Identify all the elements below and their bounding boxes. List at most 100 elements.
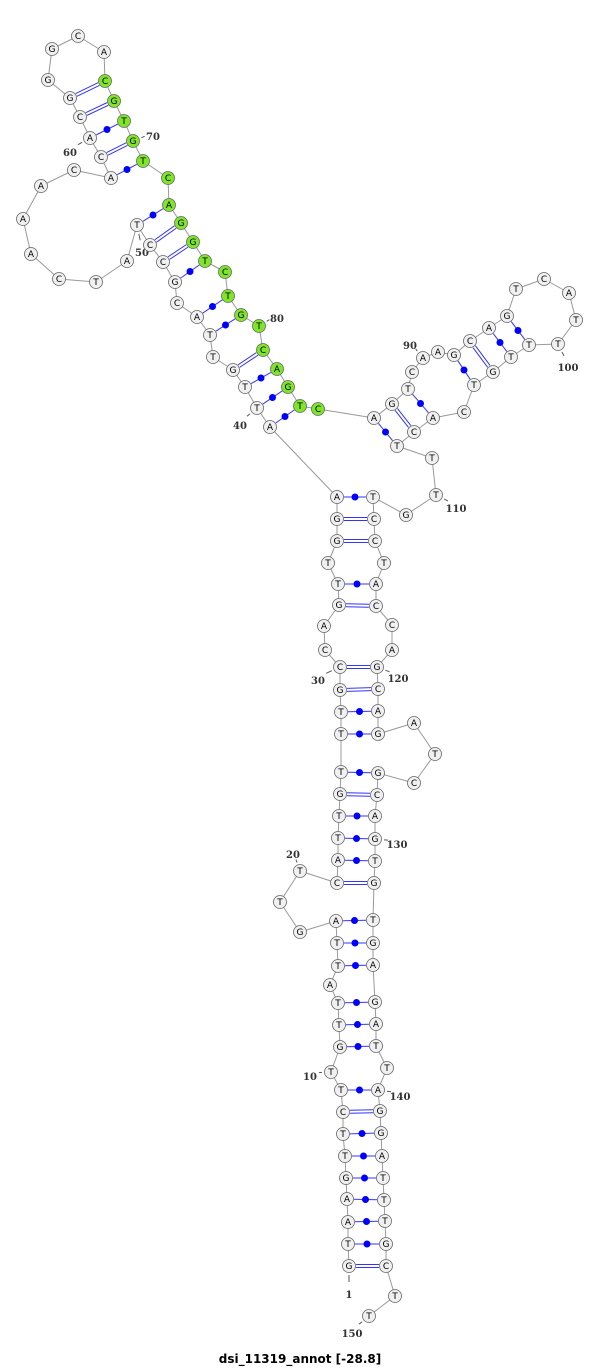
nucleotide-circle (371, 727, 385, 741)
nucleotide-circle (342, 1259, 356, 1273)
nucleotide-circle (293, 399, 307, 413)
nucleotide-letter: A (108, 174, 115, 184)
nucleotide-letter: A (267, 423, 274, 433)
nucleotide-67: C (98, 74, 112, 88)
label-tick (138, 233, 141, 241)
gc-pair-line (107, 145, 128, 156)
nucleotide-45: A (190, 310, 204, 324)
nucleotide-circle (330, 936, 344, 950)
nucleotide-letter: A (28, 250, 35, 260)
nucleotide-11: G (333, 1040, 347, 1054)
nucleotide-38: A (330, 490, 344, 504)
nucleotide-29: G (333, 683, 347, 697)
pair-dot (514, 327, 522, 334)
nucleotide-23: T (331, 831, 345, 845)
nucleotide-letter: A (430, 414, 437, 424)
nucleotide-circle (45, 42, 59, 56)
nucleotide-letter: C (467, 337, 473, 347)
nucleotide-circle (270, 362, 284, 376)
nucleotide-circle (332, 809, 346, 823)
nucleotide-circle (218, 265, 232, 279)
nucleotide-letter: A (327, 981, 334, 991)
pair-dot (496, 339, 504, 346)
nucleotide-circle (321, 556, 335, 570)
nucleotide-letter: T (276, 898, 283, 908)
nucleotide-letter: T (241, 383, 248, 393)
gc-pair-line (169, 246, 189, 260)
nucleotide-75: G (186, 235, 200, 249)
nucleotide-letter: C (77, 113, 83, 123)
nucleotide-40: T (250, 401, 264, 415)
nucleotide-125: T (428, 747, 442, 761)
nucleotide-circle (323, 978, 337, 992)
nucleotide-letter: T (253, 404, 260, 414)
gc-pair-line (347, 690, 372, 692)
nucleotide-circle (226, 363, 240, 377)
nucleotide-35: T (321, 556, 335, 570)
nucleotide-circle (374, 1126, 388, 1140)
nucleotide-letter: A (87, 134, 94, 144)
nucleotide-letter: G (375, 769, 382, 779)
nucleotide-letter: G (238, 311, 245, 321)
nucleotide-circle (367, 512, 381, 526)
nucleotide-circle (41, 73, 55, 87)
nucleotide-128: C (370, 788, 384, 802)
gc-pair-line (76, 84, 100, 97)
nucleotide-letter: A (373, 580, 380, 590)
nucleotide-circle (156, 255, 170, 269)
gc-pair-line (346, 795, 370, 797)
nucleotide-circle (368, 995, 382, 1009)
nucleotide-2: T (341, 1237, 355, 1251)
nucleotide-95: G (500, 309, 514, 323)
nucleotide-circle (405, 365, 419, 379)
nucleotide-letter: A (124, 257, 131, 267)
nucleotide-25: G (333, 787, 347, 801)
pair-dot (363, 1218, 370, 1225)
nucleotide-58: A (104, 171, 118, 185)
nucleotide-letter: C (322, 646, 328, 656)
nucleotide-letter: G (378, 1129, 385, 1139)
nucleotide-61: C (73, 110, 87, 124)
label-tick (325, 670, 333, 674)
backbone-segment (269, 426, 338, 498)
nucleotide-letter: A (335, 856, 342, 866)
nucleotide-letter: G (67, 94, 74, 104)
nucleotide-69: T (117, 114, 131, 128)
nucleotide-letter: G (178, 219, 185, 229)
nucleotide-70: G (126, 134, 140, 148)
nucleotide-134: G (366, 936, 380, 950)
nucleotide-101: T (522, 338, 536, 352)
nucleotide-circle (203, 328, 217, 342)
nucleotide-letter: G (230, 366, 237, 376)
nucleotide-letter: C (334, 879, 340, 889)
nucleotide-55: A (16, 212, 30, 226)
pair-dot (356, 769, 363, 776)
nucleotide-circle (130, 218, 144, 232)
nucleotide-137: A (369, 1017, 383, 1031)
nucleotide-115: T (377, 556, 391, 570)
nucleotide-circle (467, 378, 481, 392)
nucleotide-letter: C (411, 428, 417, 438)
nucleotide-circle (522, 338, 536, 352)
position-label: 110 (446, 504, 467, 515)
gc-pair-line (474, 345, 491, 366)
nucleotide-60: A (83, 131, 97, 145)
nucleotide-letter: C (411, 779, 417, 789)
pair-dot (353, 580, 361, 588)
nucleotide-letter: T (341, 1152, 348, 1162)
nucleotide-circle (377, 556, 391, 570)
nucleotide-letter: C (383, 1262, 389, 1272)
pair-dot (356, 1086, 363, 1094)
position-label: 150 (342, 1329, 363, 1340)
nucleotide-circle (425, 451, 439, 465)
nucleotide-circle (333, 683, 347, 697)
backbone-segment (317, 408, 375, 419)
nucleotide-letter: T (365, 1312, 372, 1322)
nucleotide-letter: A (486, 324, 493, 334)
nucleotide-letter: G (334, 537, 341, 547)
pair-dot (149, 211, 157, 219)
nucleotide-letter: T (296, 867, 303, 877)
nucleotide-circle (569, 313, 583, 327)
nucleotide-letter: G (504, 312, 511, 322)
nucleotide-letter: T (133, 221, 140, 231)
